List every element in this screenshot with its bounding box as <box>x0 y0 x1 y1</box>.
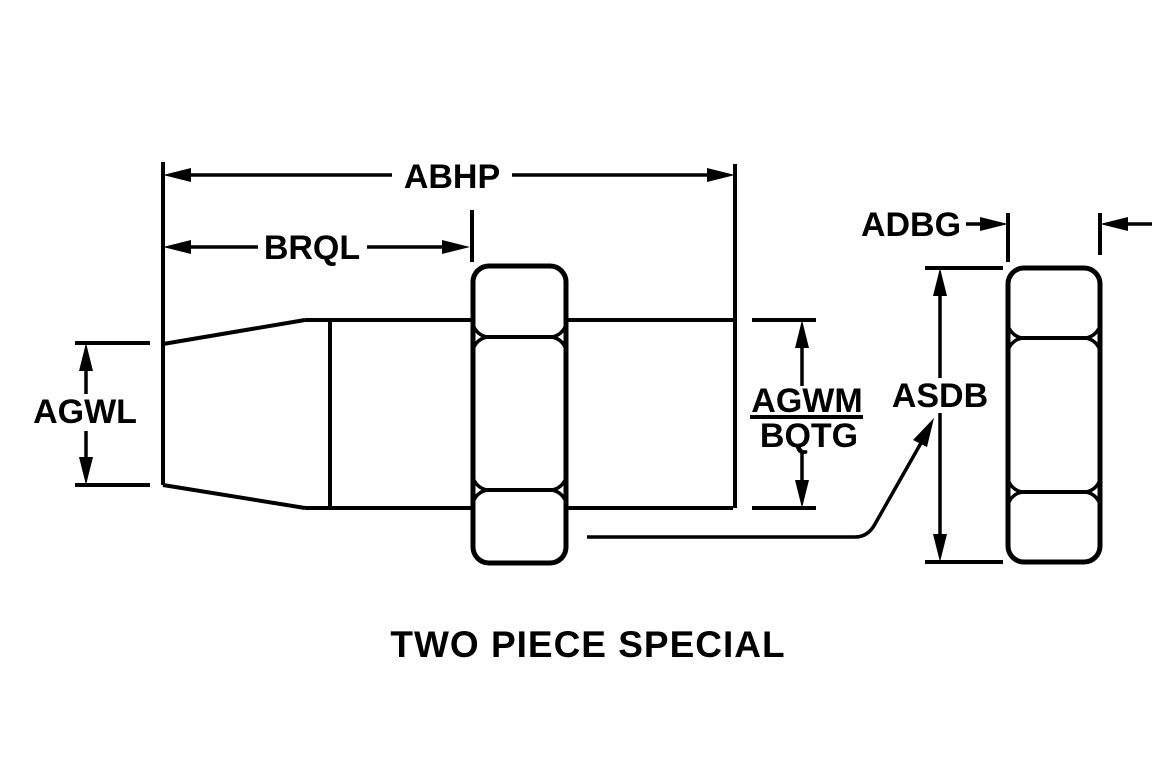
arrowhead-down-icon <box>933 534 947 562</box>
chamfer-arc <box>1006 325 1023 351</box>
dim-label-agwl: AGWL <box>33 393 137 431</box>
nut-outline <box>470 263 569 566</box>
chamfer-arc <box>551 477 568 503</box>
dim-agwm-bqtg: AGWM BQTG <box>750 318 863 510</box>
chamfer-arc <box>1006 479 1023 505</box>
leader-arrowhead-icon <box>913 418 934 447</box>
nut-outline <box>1005 265 1103 565</box>
dim-label-adbg: ADBG <box>861 206 961 244</box>
chamfer-arc <box>1085 479 1102 505</box>
arrowhead-up-icon <box>795 320 809 348</box>
dim-label-brql: BRQL <box>264 229 360 267</box>
dim-label-asdb: ASDB <box>892 377 988 415</box>
leader-line <box>587 442 923 539</box>
dim-brql: BRQL <box>163 210 474 267</box>
dim-adbg: ADBG <box>861 206 1152 262</box>
chamfer-arc <box>471 324 488 350</box>
drawing-title: TWO PIECE SPECIAL <box>390 624 785 665</box>
arrowhead-right-icon <box>442 240 470 254</box>
arrowhead-up-icon <box>79 343 93 371</box>
dim-label-bqtg: BQTG <box>760 417 858 455</box>
arrowhead-right-icon <box>980 217 1008 231</box>
arrowhead-left-icon <box>1100 217 1128 231</box>
arrowhead-right-icon <box>707 168 735 182</box>
chamfer-arc <box>471 477 488 503</box>
hex-nut-right <box>1005 265 1103 565</box>
top-taper-line <box>162 318 306 346</box>
dim-label-abhp: ABHP <box>404 158 500 196</box>
dim-asdb: ASDB <box>892 266 1003 564</box>
tapered-body-outline <box>161 162 737 510</box>
leader-asdb <box>587 418 934 539</box>
dim-label-agwm: AGWM <box>751 382 862 420</box>
dim-abhp: ABHP <box>163 158 735 196</box>
chamfer-arc <box>551 324 568 350</box>
arrowhead-down-icon <box>795 480 809 508</box>
arrowhead-down-icon <box>79 457 93 485</box>
dim-agwl: AGWL <box>33 341 150 487</box>
arrowhead-left-icon <box>163 240 191 254</box>
chamfer-arc <box>1085 325 1102 351</box>
hex-nut-middle <box>470 263 569 566</box>
arrowhead-left-icon <box>163 168 191 182</box>
arrowhead-up-icon <box>933 268 947 296</box>
bottom-taper-line <box>162 483 306 510</box>
